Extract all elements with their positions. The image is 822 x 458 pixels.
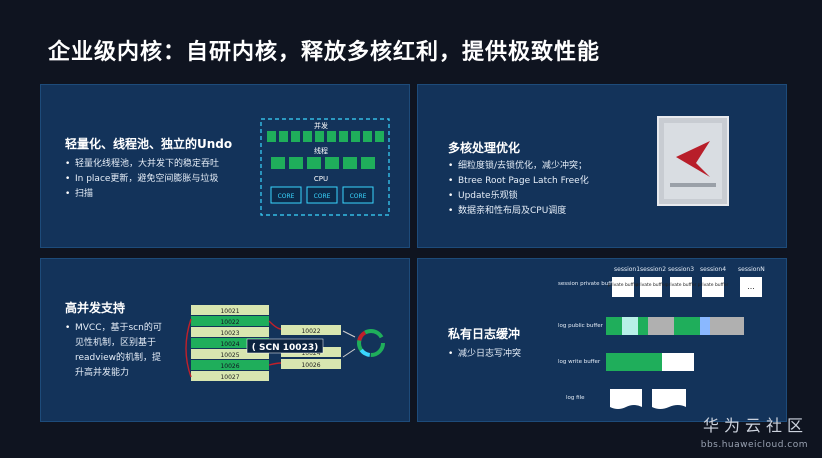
panel4-bullet: 减少日志写冲突 [448,347,588,362]
panel2-bullets: 细粒度锁/去锁优化，减少冲突； Btree Root Page Latch Fr… [448,159,648,219]
refresh-cycle-icon [357,329,385,357]
svg-text:session2: session2 [640,266,666,273]
svg-text:10022: 10022 [301,328,320,335]
svg-text:session3: session3 [668,266,694,273]
svg-text:10026: 10026 [220,363,239,370]
panel2-bullet: 细粒度锁/去锁优化，减少冲突； [448,159,648,174]
svg-text:10023: 10023 [220,330,239,337]
svg-text:session1: session1 [614,266,640,273]
svg-text:10021: 10021 [220,308,239,315]
panel2-heading: 多核处理优化 [448,141,521,155]
write-buffer [606,353,694,371]
svg-text:...: ... [747,282,755,291]
row-label-logfile: log file [566,395,585,401]
row-label-write: log write buffer [558,359,601,365]
panel1-bullets: 轻量化线程池，大并发下的稳定吞吐 In place更新，避免空间膨胀与垃圾 扫描 [65,157,265,202]
svg-text:10024: 10024 [220,341,239,348]
svg-text:10026: 10026 [301,362,320,369]
panel1-heading: 轻量化、线程池、独立的Undo [65,137,233,151]
svg-text:CORE: CORE [278,193,295,200]
svg-text:10022: 10022 [220,319,239,326]
svg-text:CORE: CORE [314,193,331,200]
panel-private-log-buffer: 私有日志缓冲 减少日志写冲突 session1 session2 session… [417,258,787,422]
scn-label: ( SCN 10023) [252,343,318,353]
thread-blocks [271,157,375,169]
panel4-bullets: 减少日志写冲突 [448,347,588,362]
svg-text:10025: 10025 [220,352,239,359]
cpu-chip-image [657,116,729,206]
svg-text:private buffer: private buffer [608,282,639,288]
cpu-label: CPU [314,175,328,183]
watermark-url: bbs.huaweicloud.com [700,440,808,450]
panel2-bullet: Btree Root Page Latch Free化 [448,174,648,189]
page-title: 企业级内核：自研内核，释放多核红利，提供极致性能 [48,40,601,65]
connector-line [342,330,356,338]
panel1-bullet-cont: 扫描 [65,187,265,202]
concurrency-blocks [267,131,384,142]
watermark-cn: 华为云社区 [702,416,808,435]
svg-text:private buffer: private buffer [666,282,697,288]
private-buffers: private buffer private buffer private bu… [608,277,762,297]
connector-line [342,348,356,358]
panel2-bullet: 数据亲和性布局及CPU调度 [448,204,648,219]
svg-text:CORE: CORE [350,193,367,200]
panel4-heading: 私有日志缓冲 [448,327,521,341]
svg-text:10024: 10024 [301,350,320,357]
mvcc-arrow [268,320,282,330]
scn-label-box [246,338,324,354]
mvcc-arrow [185,318,192,378]
row-label-public: log public buffer [558,323,604,329]
concurrency-label: 并发 [314,121,328,130]
mvcc-diagram: 10021 10022 10023 10024 10025 10026 1002… [185,305,385,381]
thread-cpu-diagram: 并发 线程 CPU CORE CORE CORE [260,118,390,216]
mvcc-arrow [268,362,282,366]
svg-text:private buffer: private buffer [698,282,729,288]
core-boxes: CORE CORE CORE [270,186,374,204]
svg-text:session4: session4 [700,266,726,273]
chip-logo-icon [676,141,710,177]
row-label-private: session private buffer [558,281,618,287]
panel-multicore: 多核处理优化 细粒度锁/去锁优化，减少冲突； Btree Root Page L… [417,84,787,248]
log-buffer-diagram: session1 session2 session3 session4 sess… [558,266,765,409]
diagram-frame [260,118,390,216]
panel-lightweight-threadpool: 轻量化、线程池、独立的Undo 轻量化线程池，大并发下的稳定吞吐 In plac… [40,84,410,248]
panel1-bullet: In place更新，避免空间膨胀与垃圾 [65,172,265,187]
svg-text:private buffer: private buffer [636,282,667,288]
public-buffer [606,317,744,335]
panel3-heading: 高并发支持 [65,301,126,315]
panel-high-concurrency: 高并发支持 MVCC，基于scn的可见性机制，区别基于readview的机制，提… [40,258,410,422]
svg-text:10027: 10027 [220,374,239,381]
left-version-stack: 10021 10022 10023 10024 10025 10026 1002… [191,305,269,381]
svg-text:sessionN: sessionN [738,266,765,273]
session-labels: session1 session2 session3 session4 sess… [614,266,765,273]
thread-label: 线程 [314,146,328,155]
panel2-bullet: Update乐观锁 [448,189,648,204]
log-file-icons [610,389,686,409]
panel1-bullet: 轻量化线程池，大并发下的稳定吞吐 [65,157,265,172]
